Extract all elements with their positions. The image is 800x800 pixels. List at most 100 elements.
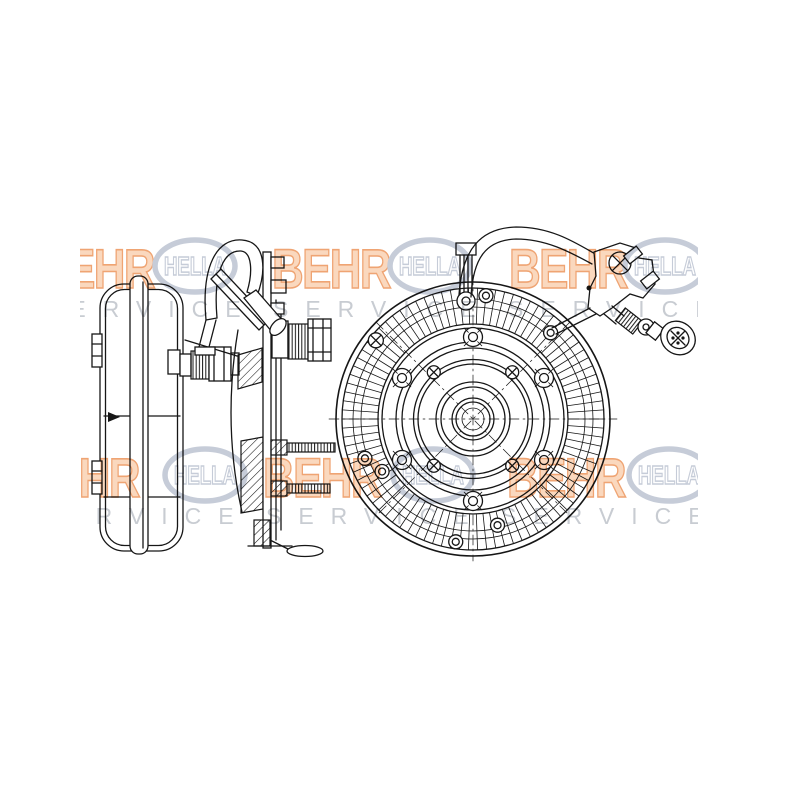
fan-fin <box>567 431 604 438</box>
fan-fin <box>536 489 562 517</box>
fan-fin <box>508 507 523 541</box>
service-watermark: SERVICE <box>501 503 721 529</box>
fan-fin <box>564 444 600 456</box>
fan-fin <box>514 504 531 538</box>
fan-fin <box>399 497 420 529</box>
fan-fin <box>549 341 580 364</box>
fan-fin <box>342 431 379 438</box>
fan-fin <box>449 289 457 326</box>
fan-fin <box>520 501 539 533</box>
side-view <box>91 275 240 555</box>
mounting-bolt <box>270 439 336 456</box>
hella-logo-watermark: HELLA <box>626 446 700 504</box>
fan-fin <box>531 315 555 345</box>
fan-fin <box>349 373 384 387</box>
watermark-band-bottom: BEHR BEHR BEHR HELLA HELLA HELLA SERVICE… <box>21 445 721 529</box>
fan-fin <box>344 391 380 400</box>
ring-rivet-icon <box>448 534 464 550</box>
fan-fin <box>567 409 605 413</box>
fan-fin <box>352 365 387 381</box>
wire-conduit <box>458 226 598 296</box>
fan-fin <box>567 400 604 407</box>
fan-fin <box>342 400 379 407</box>
ring-rivet-icon <box>478 288 494 304</box>
fan-fin <box>553 349 585 369</box>
fan-fin <box>341 425 379 429</box>
mounting-bolt <box>270 480 331 497</box>
hella-logo-watermark: HELLA <box>152 237 238 295</box>
fan-fin <box>531 493 555 523</box>
service-watermark: SERVICE <box>266 503 486 529</box>
electrical-connector <box>660 320 696 356</box>
fan-fin <box>562 451 597 465</box>
flange-plate <box>262 251 272 549</box>
fan-fin <box>352 457 387 473</box>
fan-fin <box>440 291 451 327</box>
fins-and-fasteners <box>341 287 605 551</box>
fan-fin <box>344 438 380 447</box>
side-tab <box>91 460 103 495</box>
hella-logo-watermark: HELLA <box>387 237 473 295</box>
behr-watermark: BEHR <box>507 446 626 509</box>
bracket-section-hatch <box>237 347 263 390</box>
actuator-arm <box>458 226 696 356</box>
fan-fin <box>415 504 432 538</box>
fan-fin <box>541 327 568 354</box>
fan-fin <box>559 457 594 473</box>
svg-text:HELLA: HELLA <box>638 460 700 490</box>
fan-fin <box>440 511 451 547</box>
service-watermark: SERVICE <box>273 296 493 322</box>
fan-fin <box>356 357 390 375</box>
fan-fin <box>541 484 568 511</box>
behr-watermark: BEHR <box>272 237 391 300</box>
fan-fin <box>384 321 410 349</box>
svg-text:HELLA: HELLA <box>634 251 696 281</box>
svg-text:HELLA: HELLA <box>174 460 236 490</box>
hella-logo-watermark: HELLA <box>622 237 698 295</box>
fan-fin <box>564 382 600 394</box>
fan-fin <box>562 373 597 387</box>
fan-fin <box>407 501 426 533</box>
svg-text:HELLA: HELLA <box>399 251 461 281</box>
fan-fin <box>475 514 478 551</box>
fan-fin <box>468 514 471 551</box>
fan-fin <box>378 327 405 354</box>
service-watermark: SERVICE <box>508 296 728 322</box>
svg-text:HELLA: HELLA <box>402 460 464 490</box>
fan-fin <box>489 289 497 326</box>
ring-rivet-icon <box>357 450 373 466</box>
side-tab <box>91 333 103 368</box>
fan-fin <box>475 287 478 324</box>
fan-fin <box>556 463 590 481</box>
fan-fin <box>502 509 514 544</box>
fan-fin <box>482 513 488 550</box>
fan-fin <box>566 438 602 447</box>
fan-fin <box>432 509 444 544</box>
ring-rivet-icon <box>489 517 506 533</box>
watermark-band-top: BEHR BEHR BEHR HELLA HELLA HELLA SERVICE… <box>38 236 728 322</box>
fan-fin <box>346 382 382 394</box>
fan-fin <box>567 425 605 429</box>
fan-fin <box>423 507 438 541</box>
fan-fin <box>432 294 444 329</box>
behr-watermark: BEHR <box>21 446 140 509</box>
fan-fin <box>399 309 420 341</box>
fan-fin <box>526 309 547 341</box>
fan-fin <box>526 497 547 529</box>
behr-watermark: BEHR <box>509 237 628 300</box>
service-watermark: SERVICE <box>38 296 258 322</box>
fan-fin <box>495 291 506 327</box>
fan-fin <box>346 444 382 456</box>
behr-watermark: BEHR <box>263 446 382 509</box>
fan-fin <box>502 294 514 329</box>
fan-fin <box>545 334 574 359</box>
fan-fin <box>391 315 415 345</box>
foot-pad <box>286 544 324 558</box>
fan-fin <box>520 305 539 337</box>
stud <box>270 279 287 294</box>
mounting-flange <box>184 251 336 558</box>
rivet-dot <box>586 285 592 291</box>
fan-fin <box>566 391 602 400</box>
